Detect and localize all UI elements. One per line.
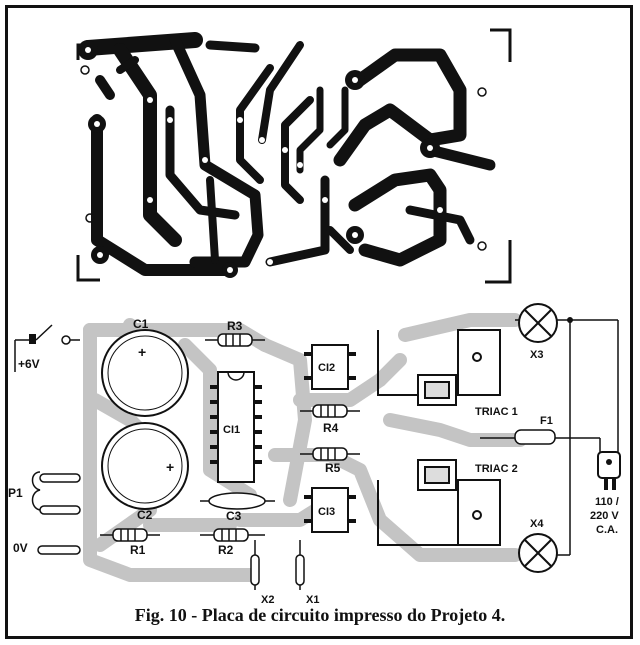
fuse-f1 — [514, 429, 556, 445]
lamp-x4 — [518, 533, 558, 573]
capacitor-c3 — [200, 492, 275, 510]
component-layout: + + — [8, 303, 621, 606]
capacitor-c1: + — [101, 329, 189, 417]
resistor-r3 — [205, 333, 265, 347]
label-f1: F1 — [540, 415, 553, 427]
label-c3: C3 — [226, 509, 242, 523]
label-r5: R5 — [325, 461, 341, 475]
label-r3: R3 — [227, 319, 243, 333]
label-r4: R4 — [323, 421, 339, 435]
label-mains-line1: 110 / — [595, 496, 619, 508]
label-plus-6v: +6V — [18, 357, 40, 371]
ic-ci1 — [210, 371, 262, 483]
label-c2: C2 — [137, 508, 153, 522]
ic-ci2 — [304, 344, 356, 390]
label-x3: X3 — [530, 349, 543, 361]
mains-plug-icon — [597, 451, 621, 490]
label-ci3: CI3 — [318, 506, 335, 518]
ic-ci3 — [304, 487, 356, 533]
label-mains-line2: 220 V — [590, 510, 619, 522]
label-p1: P1 — [8, 486, 23, 500]
label-r1: R1 — [130, 543, 146, 557]
label-r2: R2 — [218, 543, 234, 557]
resistor-r4 — [300, 404, 360, 418]
label-triac-1: TRIAC 1 — [475, 406, 518, 418]
resistor-r2 — [200, 528, 265, 542]
triac-2 — [377, 459, 501, 546]
label-mains-line3: C.A. — [596, 524, 618, 536]
copper-layout — [76, 28, 512, 284]
label-x2: X2 — [261, 594, 274, 606]
label-triac-2: TRIAC 2 — [475, 463, 518, 475]
label-c1: C1 — [133, 317, 149, 331]
resistor-r1 — [100, 528, 160, 542]
lamp-x3 — [518, 303, 558, 343]
label-ci2: CI2 — [318, 362, 335, 374]
resistor-r5 — [300, 447, 360, 461]
svg-text:+: + — [166, 459, 174, 475]
label-x1: X1 — [306, 594, 319, 606]
label-ci1: CI1 — [223, 424, 240, 436]
svg-text:+: + — [138, 344, 146, 360]
label-0v: 0V — [13, 541, 28, 555]
label-x4: X4 — [530, 518, 544, 530]
triac-1 — [377, 329, 501, 406]
capacitor-c2: + — [101, 422, 189, 510]
figure-caption: Fig. 10 - Placa de circuito impresso do … — [134, 605, 506, 625]
